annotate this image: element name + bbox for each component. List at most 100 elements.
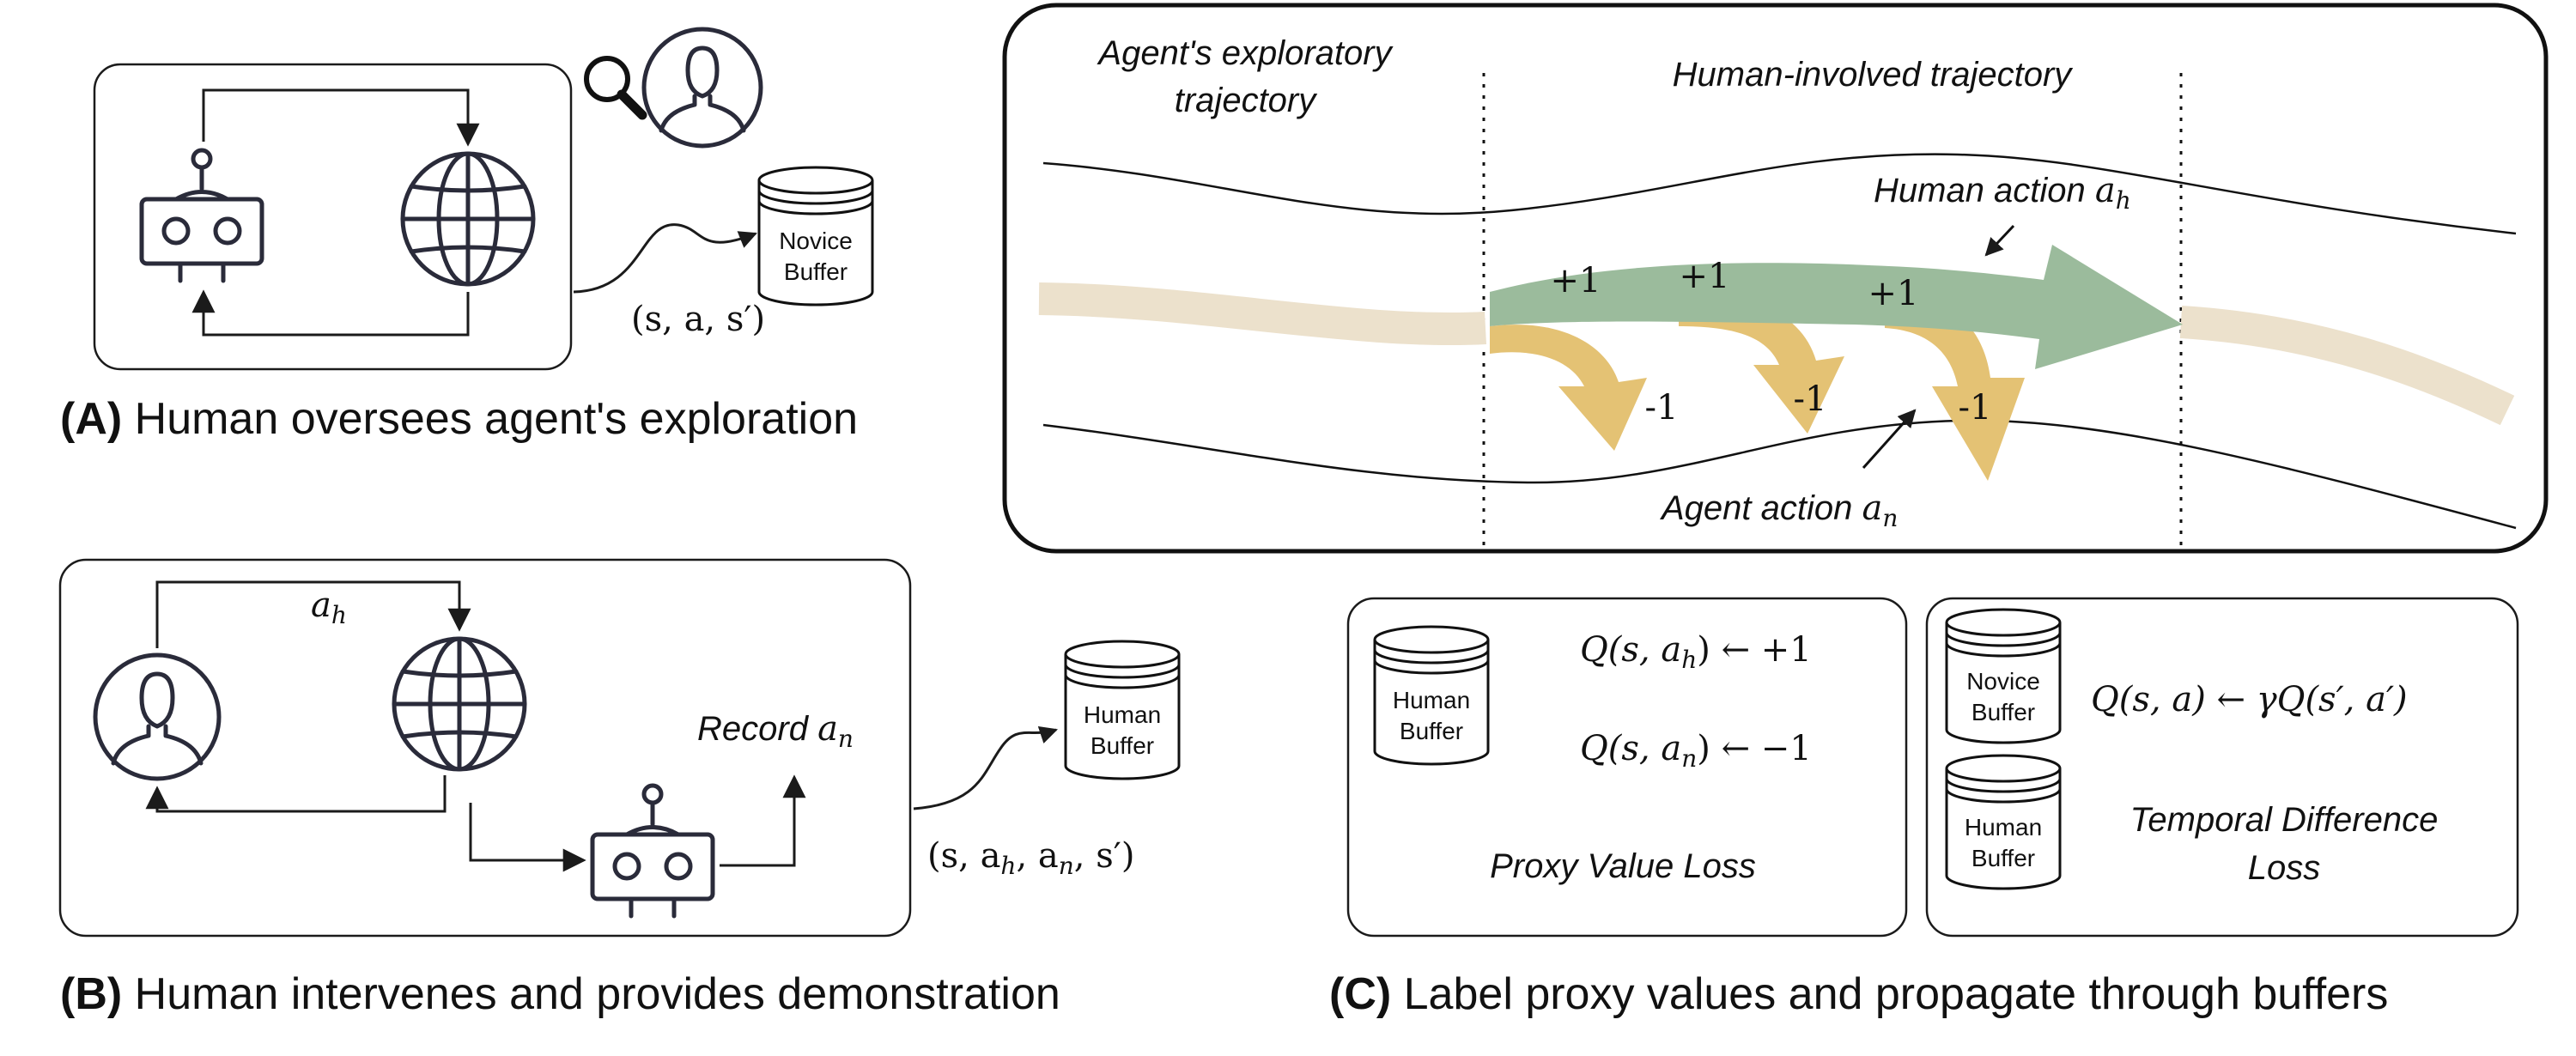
record-label: Record an — [697, 709, 854, 753]
magnifier-icon — [584, 56, 647, 120]
eq1-right: ) ← +1 — [1697, 630, 1812, 670]
novice-buffer-c-line2: Buffer — [1971, 699, 2035, 725]
novice-buffer-c-line1: Novice — [1966, 668, 2040, 695]
eq2-right: ) ← −1 — [1697, 729, 1812, 768]
eq1-left: Q(s, a — [1580, 630, 1681, 670]
robot-icon — [139, 148, 264, 283]
robot-icon — [590, 783, 715, 919]
eq2-sub: n — [1681, 744, 1697, 773]
proxy-eq-2: Q(s, an) ← −1 — [1580, 729, 1812, 773]
novice-buffer-a-line2: Buffer — [784, 258, 848, 285]
agent-action-symbol: a — [1862, 489, 1883, 528]
proxy-eq-1: Q(s, ah) ← +1 — [1580, 630, 1812, 674]
caption-b-letter: (B) — [60, 969, 122, 1019]
caption-b: (B) Human intervenes and provides demons… — [60, 969, 1060, 1019]
human-buffer-b-line2: Buffer — [1091, 732, 1154, 759]
human-buffer-b: Human Buffer — [1064, 640, 1181, 780]
caption-c-text: Label proxy values and propagate through… — [1391, 969, 2388, 1019]
human-buffer-c: Human Buffer — [1373, 625, 1490, 766]
record-arrow — [720, 774, 806, 867]
human-action-label: Human action ah — [1874, 171, 2131, 215]
human-action-subscript-c: h — [2116, 186, 2131, 215]
agent-to-env-arrow — [202, 88, 480, 147]
tuple-b-part3: , s′) — [1074, 836, 1135, 876]
minus-label-2: -1 — [1794, 379, 1827, 419]
human-buffer-c-line2: Buffer — [1400, 718, 1463, 744]
human-buffer-c2-line2: Buffer — [1971, 845, 2035, 871]
agent-action-label: Agent action an — [1660, 489, 1898, 532]
human-action-pointer — [1984, 224, 2015, 257]
tuple-b-sub1: h — [1000, 852, 1016, 880]
plus-label-1: +1 — [1551, 261, 1601, 300]
eq1-sub: h — [1681, 646, 1697, 674]
road-upper-edge — [1042, 153, 2517, 235]
td-box — [1925, 597, 2519, 938]
human-icon — [93, 652, 222, 781]
novice-buffer-a: Novice Buffer — [757, 166, 874, 306]
transition-tuple-b: (s, ah, an, s′) — [927, 836, 1134, 880]
panel-c-td: Novice Buffer Human Buffer Q(s, a) ← γQ(… — [1925, 597, 2519, 938]
td-loss-line2: Loss — [2248, 849, 2321, 887]
env-to-agent-arrow — [469, 803, 586, 872]
agent-action-arrows — [1490, 295, 2025, 481]
globe-icon — [400, 151, 536, 287]
panel-c-top: Agent's exploratory trajectory Human-inv… — [1002, 3, 2549, 554]
tuple-b-part1: (s, a — [927, 836, 1000, 876]
human-action-subscript: h — [331, 601, 347, 629]
novice-buffer-c: Novice Buffer — [1945, 608, 2062, 744]
panel-a: Novice Buffer (s, a, s′) (A) Human overs… — [60, 27, 874, 444]
agent-action-arrow-2 — [1679, 295, 1844, 434]
panel-c-proxy: Human Buffer Q(s, ah) ← +1 Q(s, an) ← −1… — [1346, 597, 1908, 938]
agent-action-subscript: n — [1882, 504, 1898, 532]
proxy-loss-label: Proxy Value Loss — [1490, 847, 1756, 885]
minus-label-3: -1 — [1959, 388, 1992, 428]
road-lower-edge — [1042, 419, 2517, 530]
plus-label-3: +1 — [1868, 274, 1919, 313]
human-buffer-b-line1: Human — [1084, 701, 1161, 728]
explore-trajectory-right — [2179, 306, 2515, 426]
agent-action-arrow-3 — [1885, 295, 2025, 481]
caption-b-text: Human intervenes and provides demonstrat… — [122, 969, 1060, 1019]
panel-b-box — [58, 558, 912, 938]
record-symbol: a — [817, 709, 838, 749]
agent-action-text: Agent action — [1660, 489, 1862, 527]
eq2-left: Q(s, a — [1580, 729, 1681, 768]
exploratory-line2: trajectory — [1175, 82, 1318, 119]
explore-trajectory-left — [1038, 282, 1487, 346]
record-subscript: n — [838, 725, 854, 753]
globe-icon — [392, 636, 527, 772]
human-icon — [641, 27, 763, 149]
human-buffer-c2: Human Buffer — [1945, 754, 2062, 890]
tuple-b-part2: , a — [1016, 836, 1058, 876]
agent-action-arrow-1 — [1490, 325, 1647, 451]
to-human-buffer-arrow — [913, 726, 1058, 810]
exploratory-line1: Agent's exploratory — [1097, 34, 1394, 72]
td-loss-line1: Temporal Difference — [2130, 801, 2439, 839]
human-action-text: Human action — [1874, 172, 2095, 209]
human-action-arrow — [155, 580, 471, 648]
tuple-b-sub2: n — [1059, 852, 1074, 880]
human-action-label-b: ah — [311, 586, 347, 629]
human-buffer-c-line1: Human — [1393, 687, 1470, 713]
minus-label-1: -1 — [1645, 388, 1679, 428]
to-novice-buffer-arrow — [573, 223, 757, 294]
caption-a: (A) Human oversees agent's exploration — [60, 394, 858, 444]
human-action-symbol: a — [311, 586, 331, 625]
env-to-human-arrow — [145, 775, 447, 813]
env-to-agent-arrow — [191, 289, 470, 337]
caption-a-letter: (A) — [60, 394, 122, 444]
human-action-arrow — [1490, 245, 2183, 369]
caption-c: (C) Label proxy values and propagate thr… — [1329, 969, 2388, 1019]
agent-action-pointer — [1862, 409, 1917, 470]
plus-label-2: +1 — [1680, 257, 1730, 296]
human-buffer-c2-line1: Human — [1965, 814, 2042, 841]
novice-buffer-a-line1: Novice — [779, 228, 853, 254]
td-equation: Q(s, a) ← γQ(s′, a′) — [2091, 680, 2408, 719]
caption-c-letter: (C) — [1329, 969, 1391, 1019]
caption-a-text: Human oversees agent's exploration — [122, 394, 858, 444]
transition-tuple-a: (s, a, s′) — [631, 300, 765, 339]
human-action-symbol-c: a — [2095, 171, 2116, 210]
panel-b: ah Record an Human Buffer (s, ah, an, s′… — [58, 558, 1181, 1019]
human-involved-label: Human-involved trajectory — [1673, 56, 2075, 94]
